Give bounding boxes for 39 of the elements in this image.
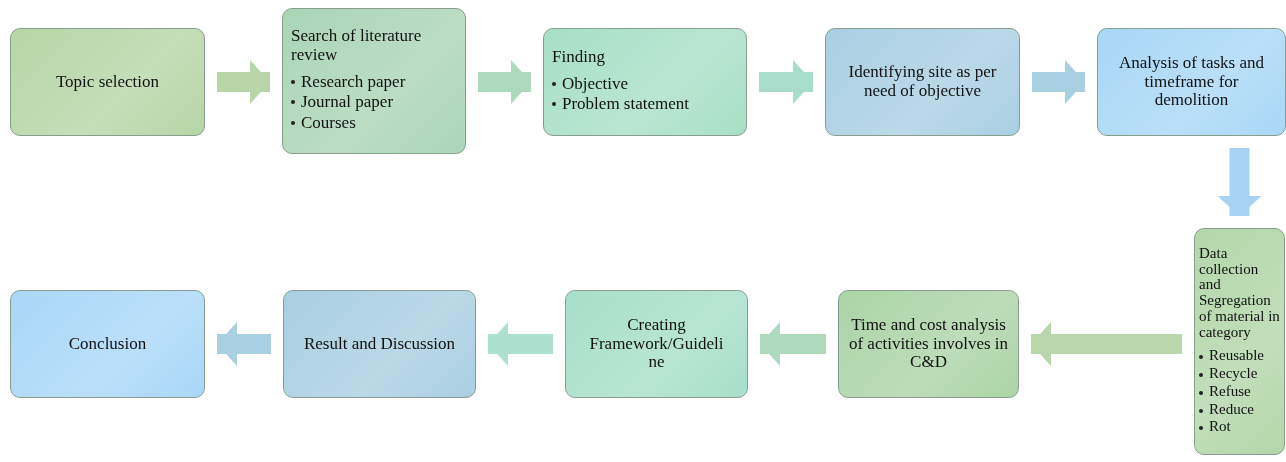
process-box: [1194, 228, 1285, 455]
process-box: [10, 290, 205, 398]
box-text: Creating Framework/Guideli ne: [589, 315, 724, 373]
bullet-item: Objective: [562, 74, 629, 94]
block-arrow: [1217, 148, 1262, 216]
bullet-item: Research paper: [301, 72, 406, 92]
block-arrow: [488, 322, 553, 366]
box-heading: Data collection and Segregation of material in category: [1199, 245, 1280, 341]
block-arrow: [217, 322, 271, 366]
box-text: Result and Discussion: [303, 334, 456, 354]
box-text: Topic selection: [55, 72, 160, 92]
block-arrow: [759, 60, 813, 104]
process-box: [282, 8, 466, 154]
block-arrow: [1032, 60, 1085, 104]
process-box: [543, 28, 747, 136]
process-box: [838, 290, 1019, 398]
bullet-item: Reduce: [1209, 401, 1254, 418]
block-arrow: [1031, 322, 1182, 366]
box-text: Conclusion: [68, 334, 147, 354]
bullet-item: Journal paper: [301, 93, 394, 113]
box-text: Time and cost analysis of activities involves in C&D: [847, 315, 1010, 373]
bullet-item: Courses: [301, 114, 356, 133]
bullet-item: Reusable: [1209, 348, 1264, 365]
bullet-item: Refuse: [1209, 383, 1251, 400]
bullet-item: Rot: [1209, 419, 1231, 436]
box-text: Analysis of tasks and timeframe for demolition: [1118, 53, 1265, 111]
box-heading: Search of literature review: [291, 27, 423, 65]
process-box: [565, 290, 748, 398]
bullet-item: Recycle: [1209, 366, 1258, 382]
process-box: [1097, 28, 1286, 136]
process-box: [283, 290, 476, 398]
block-arrow: [217, 60, 270, 104]
bullet-item: Problem statement: [562, 95, 689, 115]
process-box: [10, 28, 205, 136]
block-arrow: [760, 322, 826, 366]
process-box: [825, 28, 1020, 136]
box-heading: Finding: [552, 47, 605, 67]
block-arrow: [478, 60, 531, 104]
box-text: Identifying site as per need of objective: [847, 63, 998, 101]
